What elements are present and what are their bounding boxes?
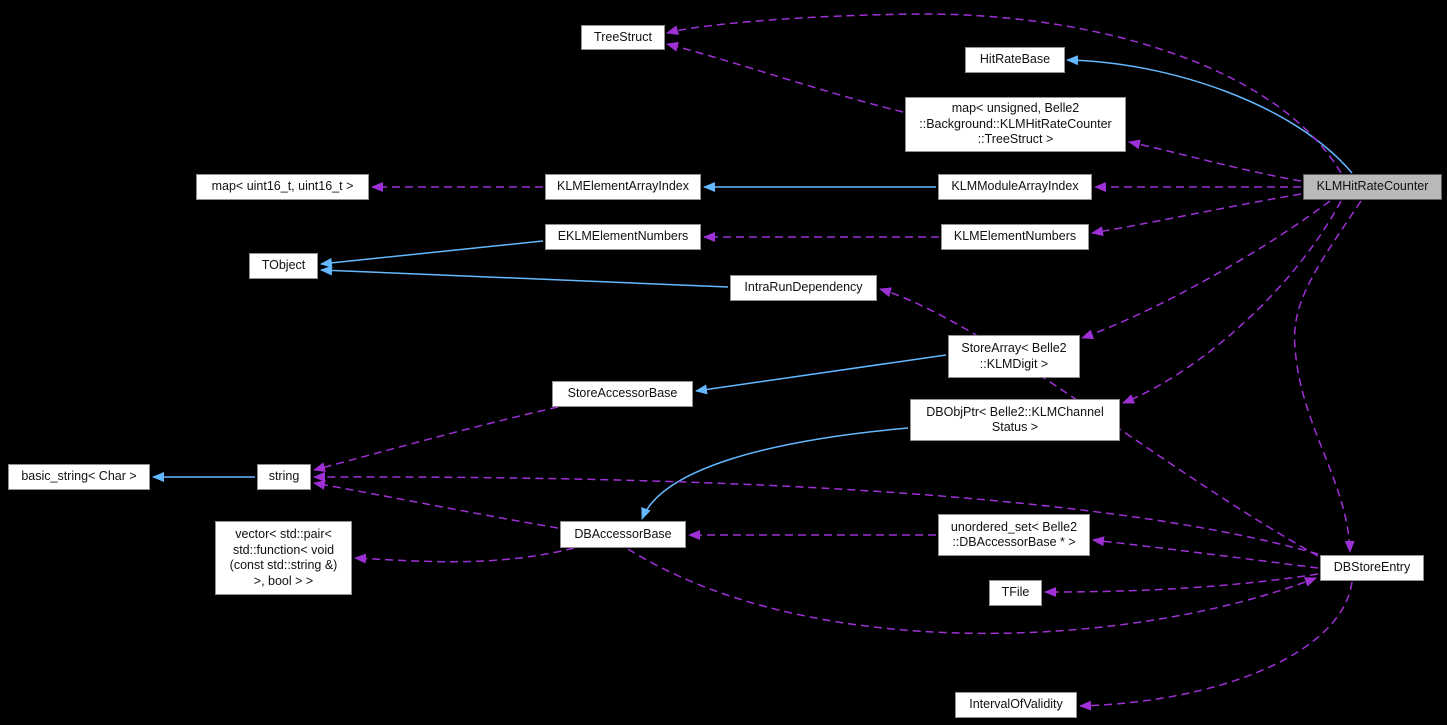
node-label: IntraRunDependency: [744, 280, 863, 295]
node-intervalofvalidity[interactable]: IntervalOfValidity: [955, 692, 1077, 718]
edge-usage-25: [627, 548, 1317, 635]
node-label-line: unordered_set< Belle2: [950, 519, 1078, 534]
node-intrarundependency[interactable]: IntraRunDependency: [730, 275, 877, 301]
node-dbstoreentry[interactable]: DBStoreEntry: [1320, 555, 1424, 581]
edge-usage-15: [1081, 200, 1331, 340]
node-label-line: ::KLMDigit >: [979, 356, 1049, 371]
node-label: TreeStruct: [594, 29, 652, 44]
node-dbobjptr-klmchannelstatus[interactable]: DBObjPtr< Belle2::KLMChannel Status >: [910, 399, 1120, 441]
node-label: TFile: [1001, 585, 1030, 600]
node-label-line: ::DBAccessorBase * >: [952, 535, 1076, 549]
edge-usage-26: [1079, 581, 1353, 711]
node-klmelementarrayindex[interactable]: KLMElementArrayIndex: [545, 174, 701, 200]
node-label-line: vector< std::pair<: [235, 527, 332, 541]
node-map-uint16[interactable]: map< uint16_t, uint16_t >: [196, 174, 369, 200]
node-label-line: Status >: [991, 420, 1039, 434]
edge-inheritance-6: [641, 427, 909, 520]
node-label-line: StoreArray< Belle2: [961, 341, 1067, 355]
node-label: KLMHitRateCounter: [1316, 179, 1429, 194]
node-label: basic_string< Char >: [21, 469, 137, 484]
node-label: string: [268, 469, 300, 484]
edge-usage-18: [313, 406, 559, 473]
edge-usage-9: [666, 41, 904, 113]
edge-usage-12: [1091, 193, 1302, 237]
edge-inheritance-3: [320, 240, 544, 268]
node-klmelementnumbers[interactable]: KLMElementNumbers: [941, 224, 1089, 250]
node-label: KLMElementNumbers: [953, 229, 1077, 244]
edge-usage-10: [1128, 139, 1302, 182]
edge-usage-16: [1122, 200, 1342, 404]
node-klmhitratecounter[interactable]: KLMHitRateCounter: [1303, 174, 1442, 200]
edge-usage-17: [879, 287, 1319, 557]
node-dbaccessorbase[interactable]: DBAccessorBase: [560, 521, 686, 548]
edge-usage-24: [1044, 573, 1319, 597]
node-unordered-set-dbaccessorbase[interactable]: unordered_set< Belle2 ::DBAccessorBase *…: [938, 514, 1090, 556]
edge-usage-23: [1092, 536, 1319, 569]
edge-inheritance-1: [1066, 55, 1353, 174]
node-label: StoreAccessorBase: [567, 386, 678, 401]
node-label: EKLMElementNumbers: [557, 229, 689, 244]
edge-inheritance-4: [320, 265, 729, 288]
node-basic-string-char[interactable]: basic_string< Char >: [8, 464, 150, 490]
edge-usage-27: [1293, 200, 1362, 553]
node-map-unsigned-treestruct[interactable]: map< unsigned, Belle2 ::Background::KLMH…: [905, 97, 1126, 152]
node-label: IntervalOfValidity: [969, 697, 1063, 712]
node-label: KLMElementArrayIndex: [556, 179, 689, 194]
node-label-line: >, bool > >: [253, 573, 314, 588]
node-hitratebase[interactable]: HitRateBase: [965, 47, 1065, 73]
edge-usage-20: [313, 471, 1319, 555]
node-label: DBStoreEntry: [1333, 560, 1411, 575]
node-storearray-klmdigit[interactable]: StoreArray< Belle2 ::KLMDigit >: [948, 335, 1080, 378]
node-label-line: ::TreeStruct >: [977, 132, 1054, 147]
node-label-line: (const std::string &): [229, 558, 338, 572]
node-label: TObject: [261, 258, 306, 273]
node-label-line: map< unsigned, Belle2: [951, 101, 1080, 116]
edge-usage-19: [313, 479, 559, 529]
node-label: HitRateBase: [979, 52, 1051, 67]
node-tobject[interactable]: TObject: [249, 253, 318, 279]
node-label-line: DBObjPtr< Belle2::KLMChannel: [926, 404, 1104, 419]
node-klmmodulearrayindex[interactable]: KLMModuleArrayIndex: [938, 174, 1092, 200]
node-string[interactable]: string: [257, 464, 311, 490]
node-label-line: std::function< void: [232, 542, 335, 557]
edge-usage-8: [666, 13, 1342, 174]
node-vector-pair-function[interactable]: vector< std::pair< std::function< void (…: [215, 521, 352, 595]
node-label: KLMModuleArrayIndex: [951, 179, 1079, 194]
node-label-line: ::Background::KLMHitRateCounter: [919, 116, 1112, 131]
edge-usage-21: [354, 547, 575, 564]
node-label: DBAccessorBase: [574, 526, 672, 541]
node-treestruct[interactable]: TreeStruct: [581, 25, 665, 50]
node-eklmelementnumbers[interactable]: EKLMElementNumbers: [545, 224, 701, 250]
node-storeaccessorbase[interactable]: StoreAccessorBase: [552, 381, 693, 407]
node-label: map< uint16_t, uint16_t >: [211, 179, 354, 194]
node-tfile[interactable]: TFile: [989, 580, 1042, 606]
edge-inheritance-5: [695, 354, 947, 395]
